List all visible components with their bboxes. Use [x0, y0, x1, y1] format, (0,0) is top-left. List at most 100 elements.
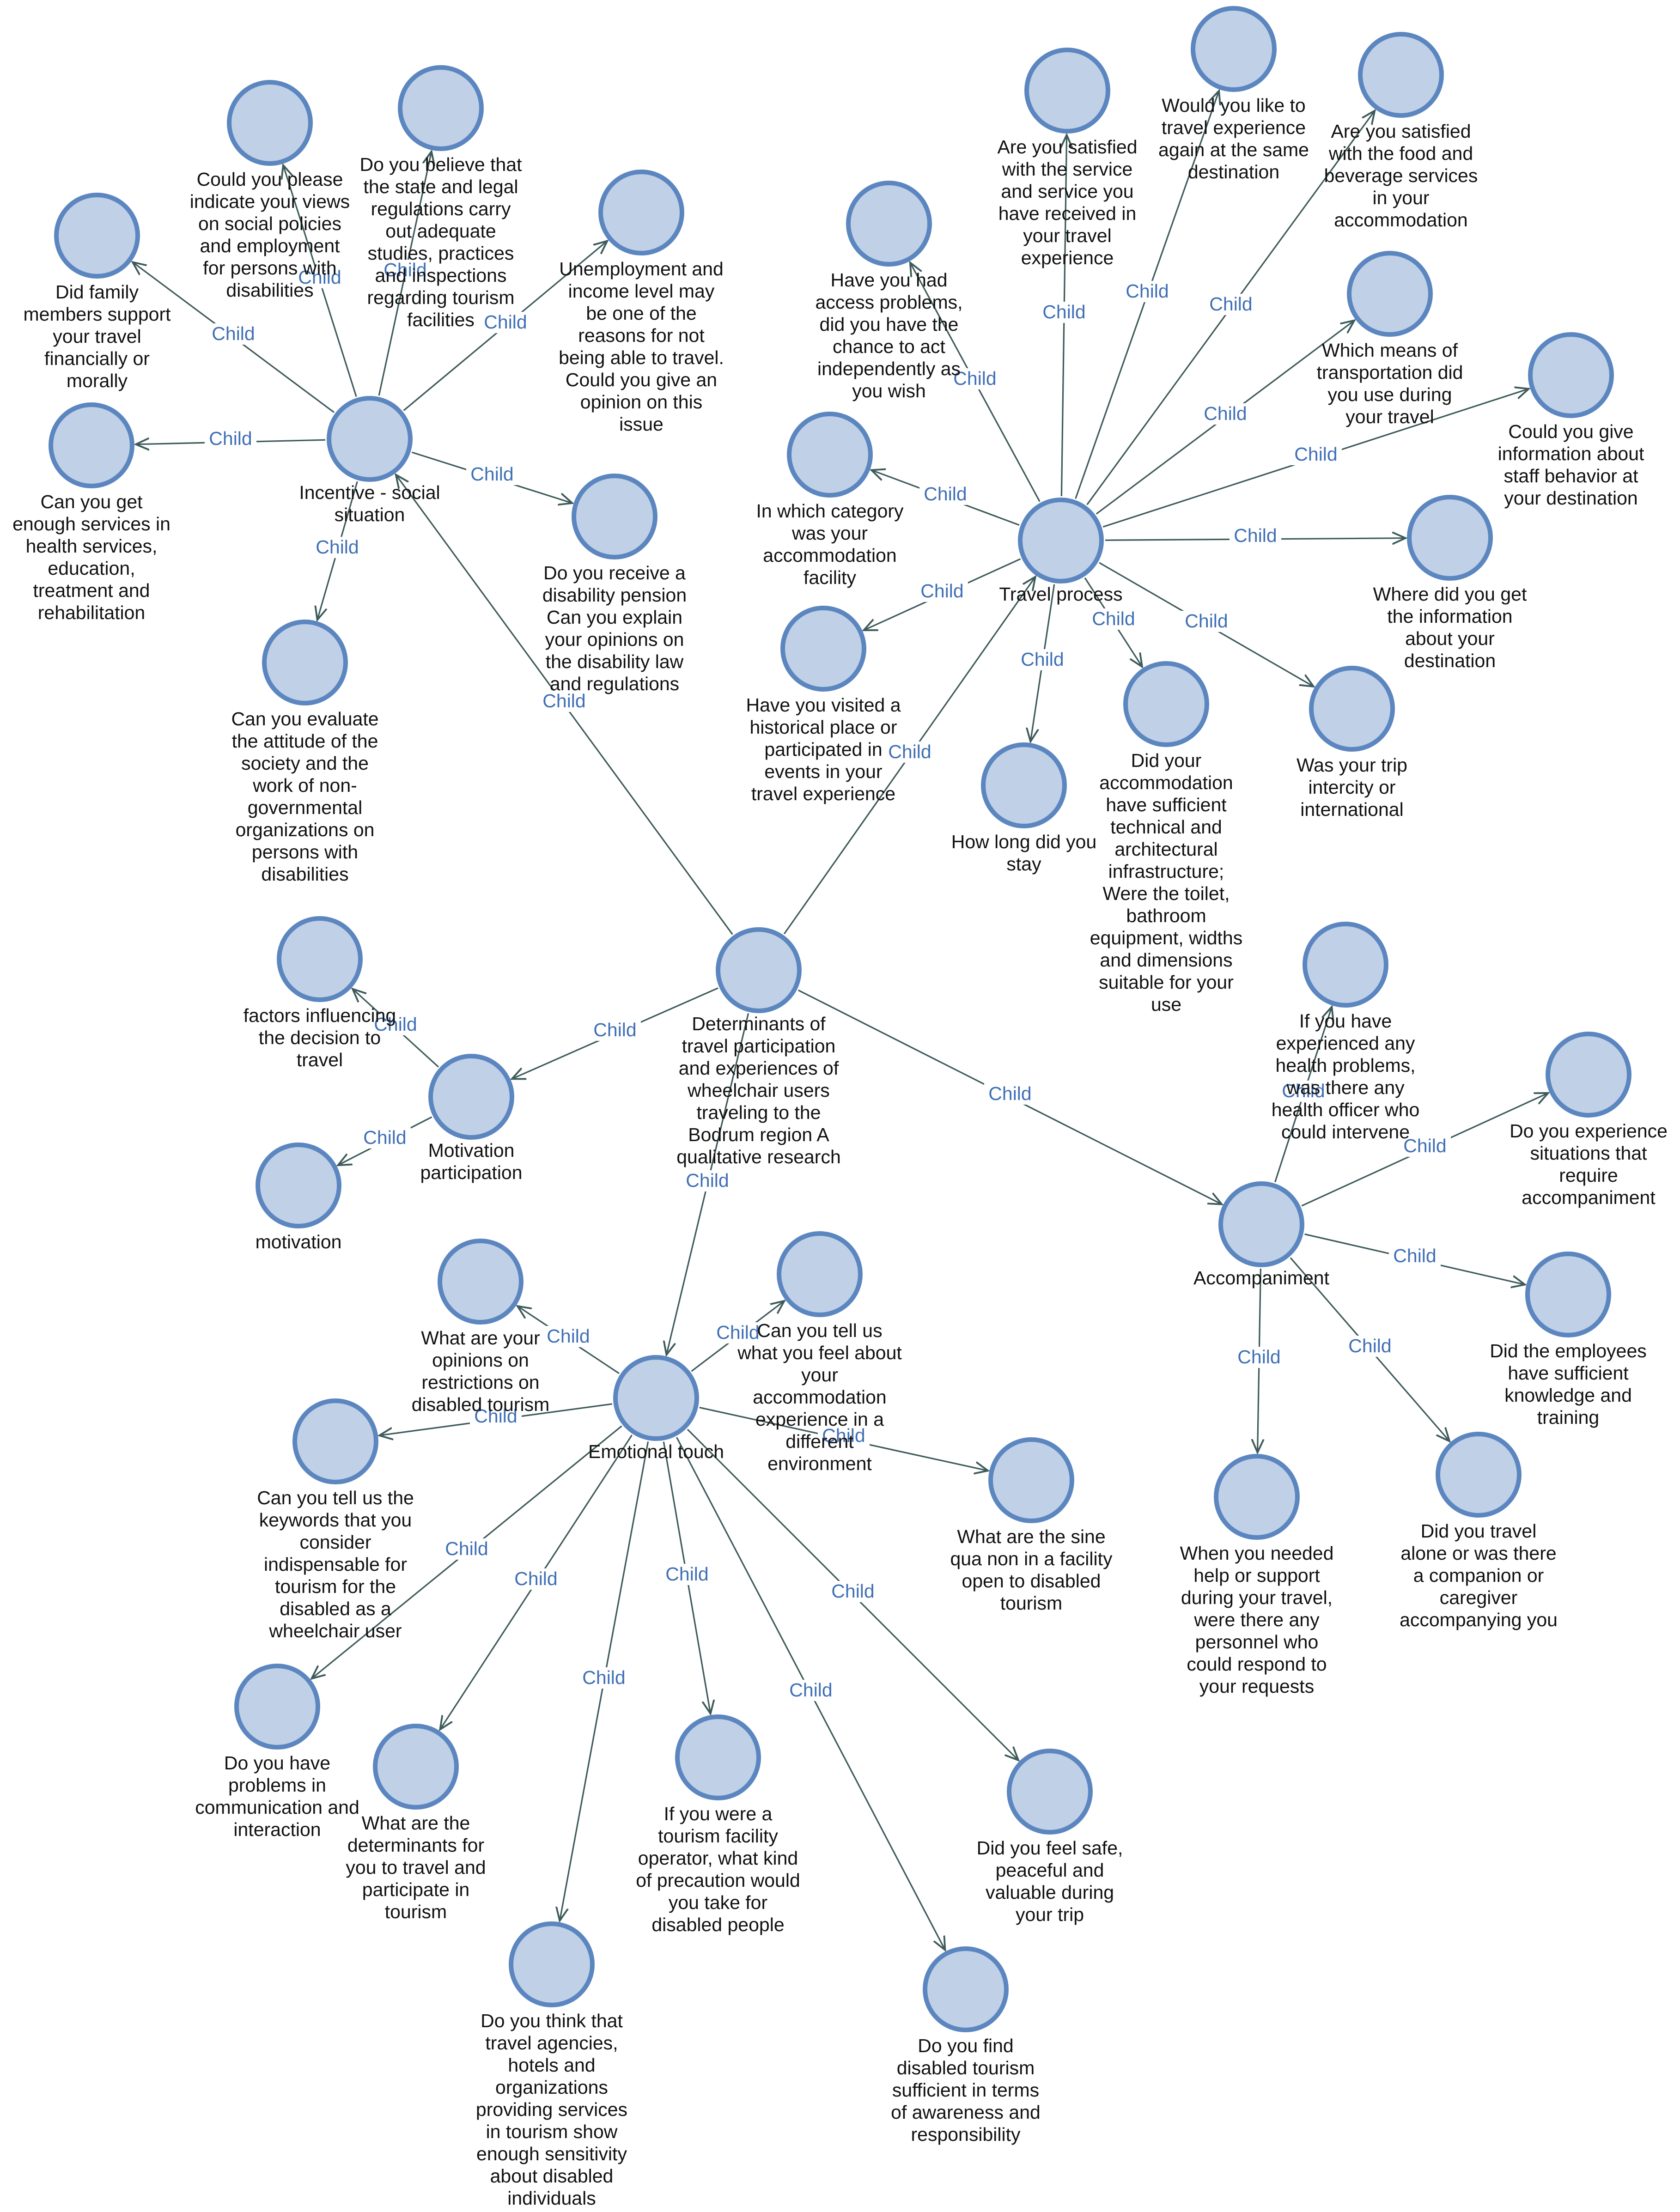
- node-circle[interactable]: [1024, 48, 1110, 134]
- node-label-line: disabilities: [226, 280, 313, 301]
- node-label-line: operator, what kind: [638, 1847, 798, 1869]
- node-circle[interactable]: [1525, 1252, 1611, 1337]
- node-label-line: travel experience: [1162, 117, 1306, 138]
- node-label-line: your travel: [1023, 225, 1111, 246]
- node-circle[interactable]: [846, 181, 932, 267]
- node-label-line: Incentive - social: [299, 482, 440, 503]
- node-circle[interactable]: [1358, 32, 1444, 118]
- node-label-line: sufficient in terms: [892, 2079, 1039, 2101]
- node-circle[interactable]: [1123, 661, 1209, 747]
- node-circle[interactable]: [716, 927, 802, 1013]
- node-circle[interactable]: [988, 1437, 1074, 1523]
- node-circle[interactable]: [438, 1239, 523, 1325]
- node-circle[interactable]: [398, 65, 484, 151]
- node-circle[interactable]: [262, 620, 348, 705]
- node-circle[interactable]: [675, 1714, 761, 1800]
- node-circle[interactable]: [1546, 1032, 1631, 1118]
- node-circle[interactable]: [777, 1231, 863, 1317]
- node-accompaniment[interactable]: Accompaniment: [1193, 1181, 1330, 1288]
- node-motivation[interactable]: motivation: [256, 1142, 342, 1252]
- node-circle[interactable]: [1309, 666, 1395, 752]
- node-circle[interactable]: [256, 1142, 341, 1228]
- node-emotional[interactable]: Emotional touch: [588, 1355, 724, 1462]
- node-circle[interactable]: [1218, 1181, 1304, 1267]
- node-circle[interactable]: [1407, 495, 1493, 581]
- edge-label: Child: [1294, 444, 1337, 465]
- node-label-line: health services,: [26, 535, 158, 557]
- node-circle[interactable]: [572, 474, 657, 559]
- node-circle[interactable]: [277, 916, 363, 1002]
- node-circle[interactable]: [780, 606, 866, 692]
- node-circle[interactable]: [1303, 922, 1388, 1008]
- node-circle[interactable]: [227, 80, 313, 166]
- node-circle[interactable]: [1436, 1432, 1522, 1518]
- node-circle[interactable]: [327, 396, 413, 482]
- node-label-line: travel agencies,: [485, 2032, 618, 2054]
- node-circle[interactable]: [923, 1946, 1009, 2032]
- node-circle[interactable]: [428, 1054, 514, 1140]
- node-circle[interactable]: [1347, 251, 1433, 337]
- edge-label-background: [1017, 649, 1068, 670]
- node-circle[interactable]: [1214, 1454, 1300, 1540]
- node-circle[interactable]: [1528, 332, 1614, 418]
- node-circle[interactable]: [54, 193, 140, 279]
- node-circle[interactable]: [613, 1355, 699, 1441]
- node-circle[interactable]: [598, 170, 684, 255]
- node-circle[interactable]: [981, 742, 1067, 828]
- node-circle[interactable]: [1018, 498, 1104, 583]
- node-label-line: again at the same: [1158, 139, 1309, 160]
- node-circle[interactable]: [1191, 6, 1277, 92]
- node-travel[interactable]: Travel process: [999, 498, 1123, 605]
- node-label-line: education,: [48, 558, 135, 579]
- edge-label-background: [1290, 444, 1342, 465]
- node-circle[interactable]: [373, 1724, 459, 1810]
- edge-label: Child: [686, 1170, 729, 1191]
- edge-label: Child: [514, 1568, 557, 1589]
- node-circle[interactable]: [509, 1921, 595, 2007]
- node-circle[interactable]: [49, 402, 134, 488]
- node-circle[interactable]: [787, 412, 873, 498]
- node-circle[interactable]: [1007, 1749, 1093, 1835]
- node-circle[interactable]: [234, 1664, 320, 1750]
- node-label-line: disabilities: [261, 863, 348, 885]
- node-circle[interactable]: [292, 1398, 378, 1484]
